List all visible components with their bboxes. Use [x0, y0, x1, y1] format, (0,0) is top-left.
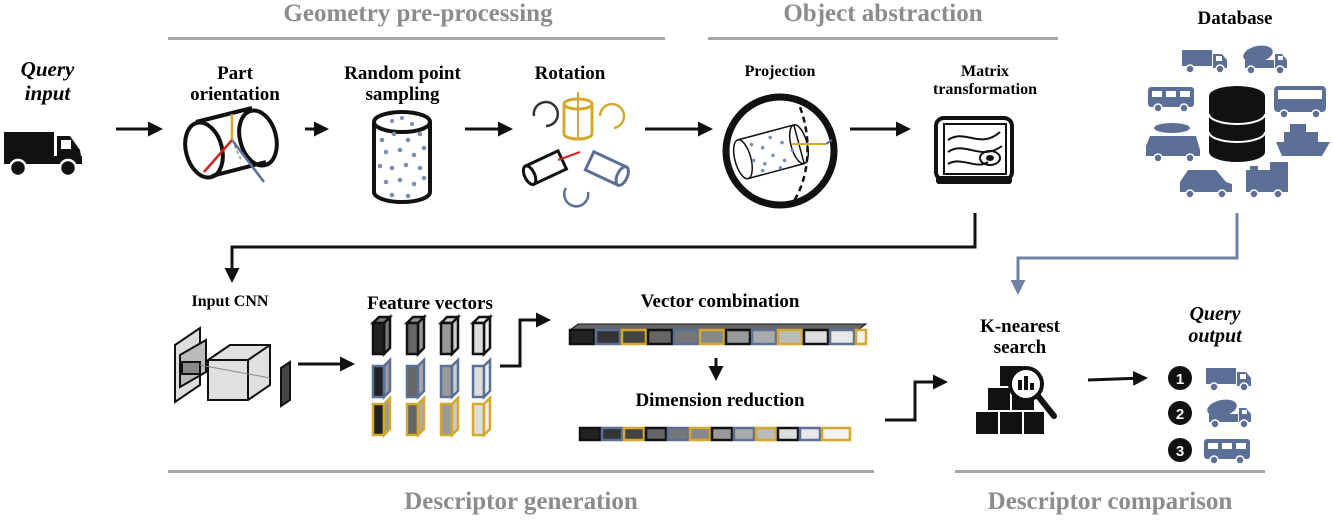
input-cnn-label: Input CNN — [191, 293, 269, 310]
random-sampling-line2: sampling — [365, 84, 440, 106]
matrix-line2: transformation — [933, 80, 1037, 98]
database-to-search-arrow — [1010, 213, 1239, 295]
ship-icon — [1276, 124, 1330, 156]
rank-3-text: 3 — [1176, 443, 1184, 460]
database-vehicles — [1146, 42, 1330, 199]
section-object-abstraction: Object abstraction — [783, 0, 983, 27]
random-sampling-line1: Random point — [344, 63, 461, 84]
vector-combination-label: Vector combination — [640, 291, 800, 312]
rv-icon — [1147, 86, 1195, 113]
query-input-line1: Query — [20, 57, 75, 81]
mixer-truck-icon — [1240, 42, 1288, 75]
dump-truck-icon — [4, 132, 82, 178]
part-orientation-line2: orientation — [190, 84, 280, 106]
bus-icon — [1274, 86, 1326, 119]
train-icon — [1246, 162, 1288, 199]
rule-geometry — [168, 37, 665, 40]
van-icon — [1146, 123, 1200, 163]
result-vehicles — [1203, 367, 1252, 465]
oriented-cylinder-icon — [183, 106, 279, 183]
result-rank-1: 1 — [1168, 366, 1192, 390]
matrix-transformation-label: Matrix transformation — [915, 63, 1055, 99]
rotation-label: Rotation — [534, 63, 606, 84]
feature-vectors-label: Feature vectors — [367, 293, 493, 314]
result-mixer-icon — [1204, 396, 1252, 429]
section-descriptor-generation: Descriptor generation — [404, 488, 638, 515]
query-input-line2: input — [24, 80, 71, 105]
result-rv-icon — [1203, 438, 1251, 465]
dimension-reduction-bar — [578, 426, 852, 442]
feature-vectors-icon — [369, 313, 494, 439]
rule-descriptor-generation — [168, 470, 874, 473]
database-icon — [1208, 86, 1266, 162]
rank-1-text: 1 — [1176, 371, 1184, 388]
database-label: Database — [1197, 8, 1273, 29]
sampled-cylinder-icon — [372, 110, 432, 204]
random-sampling-label: Random point sampling — [330, 63, 475, 106]
vector-combination-bar — [568, 323, 868, 346]
cnn-icon — [174, 326, 291, 408]
projection-icon — [722, 93, 838, 209]
rank-2-text: 2 — [1176, 406, 1184, 423]
rule-descriptor-comparison — [955, 470, 1265, 473]
knn-line1: K-nearest — [980, 316, 1060, 337]
rule-object — [708, 37, 1058, 40]
query-output-line1: Query — [1189, 303, 1241, 325]
rotation-icon — [521, 92, 630, 208]
car-icon — [1180, 170, 1232, 199]
matrix-line1: Matrix — [961, 63, 1009, 80]
query-input-label: Query input — [0, 57, 95, 105]
part-orientation-label: Part orientation — [180, 63, 290, 106]
part-orientation-line1: Part — [217, 63, 253, 84]
query-output-line2: output — [1188, 325, 1242, 348]
query-output-label: Query output — [1165, 303, 1265, 348]
result-rank-2: 2 — [1168, 401, 1192, 425]
dimension-reduction-label: Dimension reduction — [635, 390, 805, 411]
result-rank-3: 3 — [1168, 438, 1192, 462]
section-geometry-preprocessing: Geometry pre-processing — [283, 0, 553, 27]
projection-label: Projection — [744, 63, 816, 80]
magnifier-icon — [976, 366, 1057, 434]
knn-search-label: K-nearest search — [965, 316, 1075, 359]
truck-icon — [1181, 49, 1228, 74]
result-truck-icon — [1205, 367, 1252, 392]
knn-line2: search — [993, 337, 1047, 359]
blueprint-icon — [934, 116, 1014, 184]
flow-arrows — [116, 121, 1148, 422]
section-descriptor-comparison: Descriptor comparison — [987, 488, 1233, 515]
